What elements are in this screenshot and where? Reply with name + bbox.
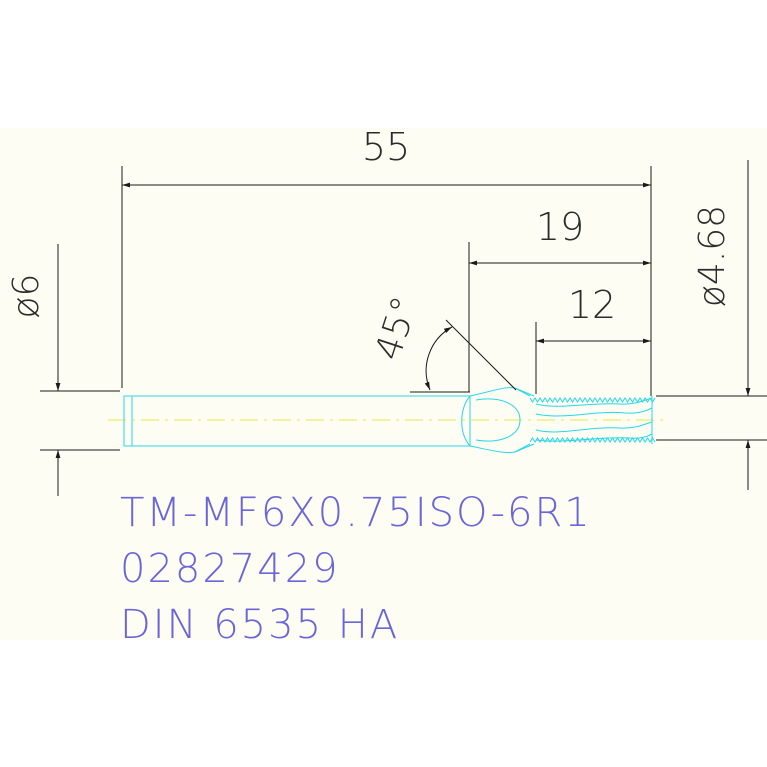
dim-text-flute-length: 19	[536, 205, 584, 249]
tool-designation: TM-MF6X0.75ISO-6R1	[120, 490, 592, 536]
article-number: 02827429	[120, 546, 340, 592]
dimension-neck-diameter	[656, 160, 767, 490]
thread-section	[529, 396, 656, 444]
drawing-sheet	[0, 128, 767, 640]
dim-text-shank-diameter: ø6	[6, 274, 47, 319]
dimension-overall-length	[121, 166, 652, 396]
dim-text-thread-length: 12	[568, 283, 616, 327]
dimension-thread-length	[535, 322, 651, 394]
standard-label: DIN 6535 HA	[120, 602, 399, 648]
dimension-flute-length	[468, 242, 651, 392]
dimension-shank-diameter	[40, 244, 120, 496]
dim-text-overall-length: 55	[362, 125, 410, 169]
dim-text-chamfer-angle: 45°	[368, 292, 427, 365]
tool-body	[123, 387, 535, 453]
dim-text-neck-diameter: ø4.68	[692, 205, 733, 307]
dimension-chamfer-angle	[410, 319, 517, 393]
